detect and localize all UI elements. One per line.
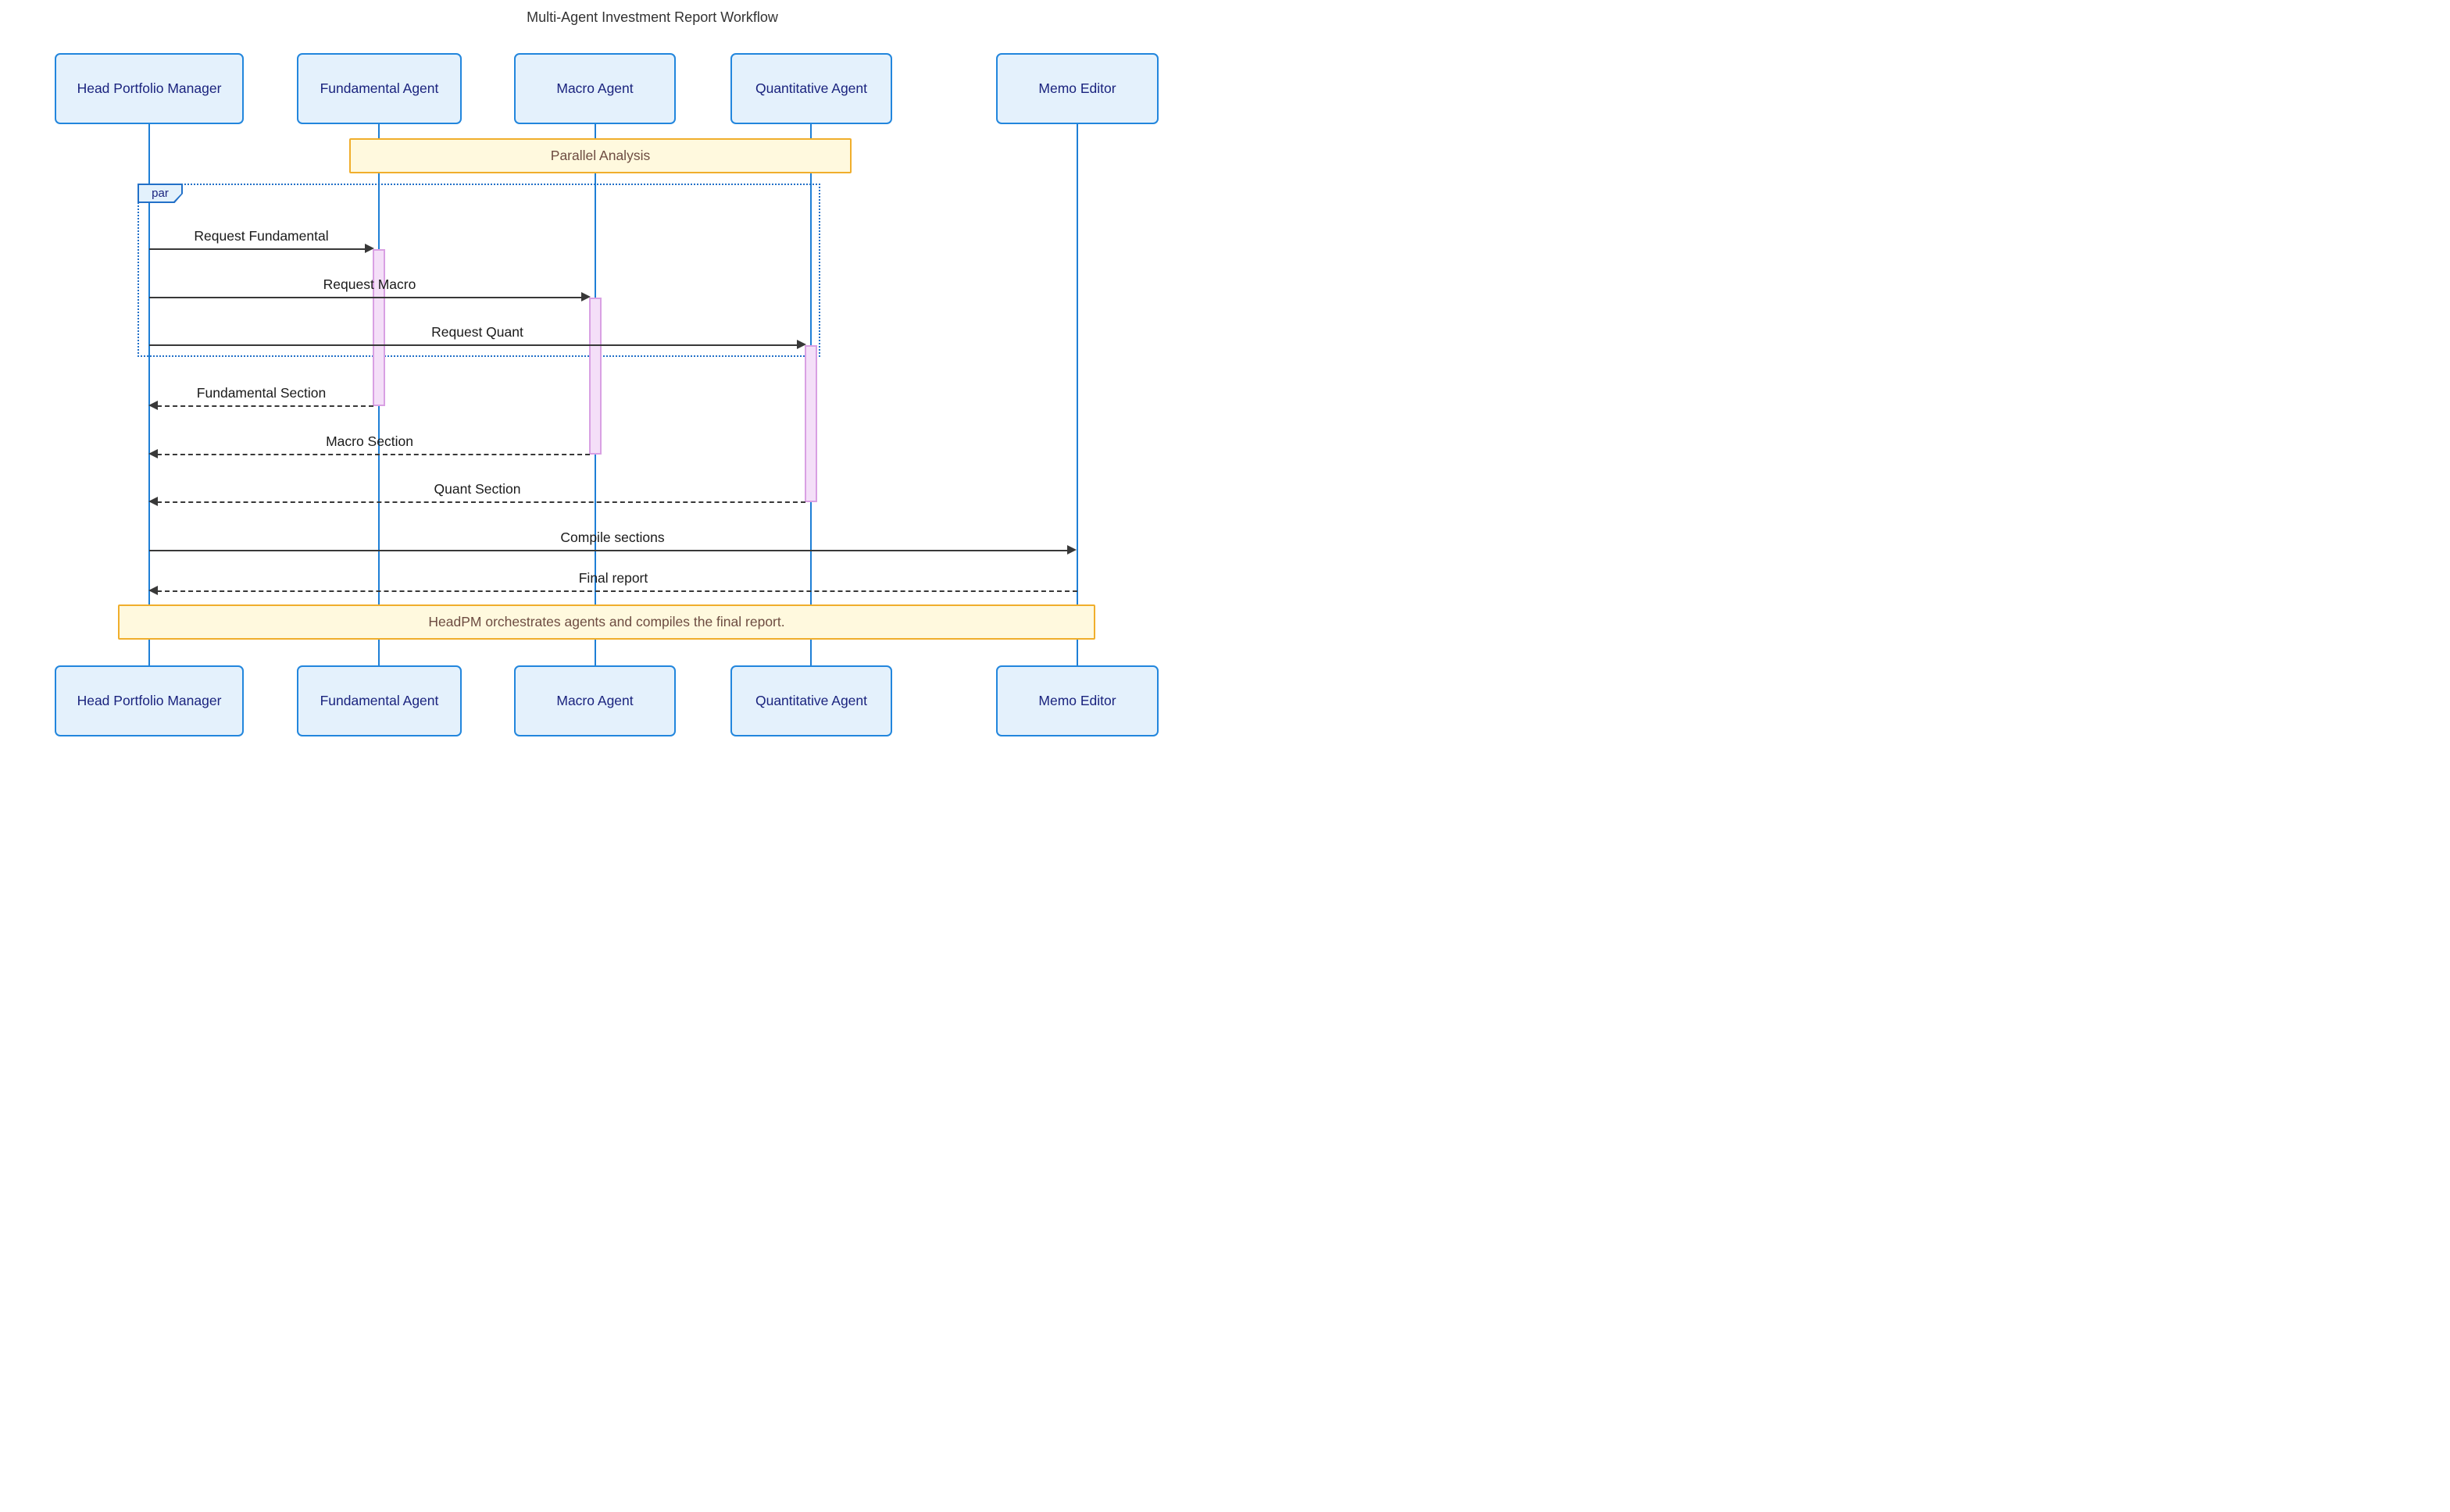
- arrowhead-right-icon: [365, 244, 374, 253]
- arrowhead-right-icon: [581, 292, 591, 301]
- lifeline-memo-editor: [1077, 124, 1078, 666]
- message-label: Final report: [578, 570, 648, 586]
- arrowhead-left-icon: [148, 586, 158, 595]
- message-label: Compile sections: [560, 530, 665, 545]
- par-label: par: [138, 184, 183, 203]
- note-footer: HeadPM orchestrates agents and compiles …: [118, 604, 1095, 640]
- arrow-line: [149, 248, 366, 250]
- arrow-line: [149, 297, 582, 298]
- actor-bottom-head-portfolio-manager: Head Portfolio Manager: [55, 665, 244, 736]
- par-label-text: par: [139, 185, 181, 201]
- actor-top-fundamental-agent: Fundamental Agent: [297, 53, 462, 124]
- actor-bottom-memo-editor: Memo Editor: [996, 665, 1159, 736]
- note-parallel-analysis-text: Parallel Analysis: [550, 148, 651, 163]
- arrow-line: [157, 501, 805, 503]
- activation-quantitative-agent: [805, 345, 817, 502]
- arrowhead-left-icon: [148, 497, 158, 506]
- actor-top-macro-agent: Macro Agent: [514, 53, 676, 124]
- arrow-line: [157, 590, 1077, 592]
- note-parallel-analysis: Parallel Analysis: [349, 138, 852, 173]
- message-label: Request Macro: [323, 276, 416, 292]
- arrowhead-left-icon: [148, 449, 158, 458]
- arrow-line: [157, 454, 590, 455]
- message-label: Request Fundamental: [194, 228, 329, 244]
- arrowhead-right-icon: [797, 340, 806, 349]
- arrow-line: [149, 550, 1068, 551]
- sequence-diagram: Multi-Agent Investment Report Workflow H…: [0, 0, 1225, 756]
- lifeline-head-portfolio-manager: [148, 124, 150, 666]
- actor-top-quantitative-agent: Quantitative Agent: [730, 53, 892, 124]
- note-footer-text: HeadPM orchestrates agents and compiles …: [428, 614, 785, 629]
- activation-fundamental-agent: [373, 249, 385, 406]
- actor-bottom-fundamental-agent: Fundamental Agent: [297, 665, 462, 736]
- diagram-title: Multi-Agent Investment Report Workflow: [527, 9, 778, 25]
- message-label: Request Quant: [431, 324, 523, 340]
- message-label: Macro Section: [326, 433, 413, 449]
- actor-bottom-macro-agent: Macro Agent: [514, 665, 676, 736]
- arrowhead-left-icon: [148, 401, 158, 410]
- arrowhead-right-icon: [1067, 545, 1077, 555]
- message-label: Fundamental Section: [196, 385, 327, 401]
- activation-macro-agent: [589, 298, 602, 455]
- message-label: Quant Section: [434, 481, 521, 497]
- par-block-frame: [138, 184, 820, 357]
- arrow-line: [157, 405, 373, 407]
- actor-top-head-portfolio-manager: Head Portfolio Manager: [55, 53, 244, 124]
- actor-bottom-quantitative-agent: Quantitative Agent: [730, 665, 892, 736]
- actor-top-memo-editor: Memo Editor: [996, 53, 1159, 124]
- arrow-line: [149, 344, 798, 346]
